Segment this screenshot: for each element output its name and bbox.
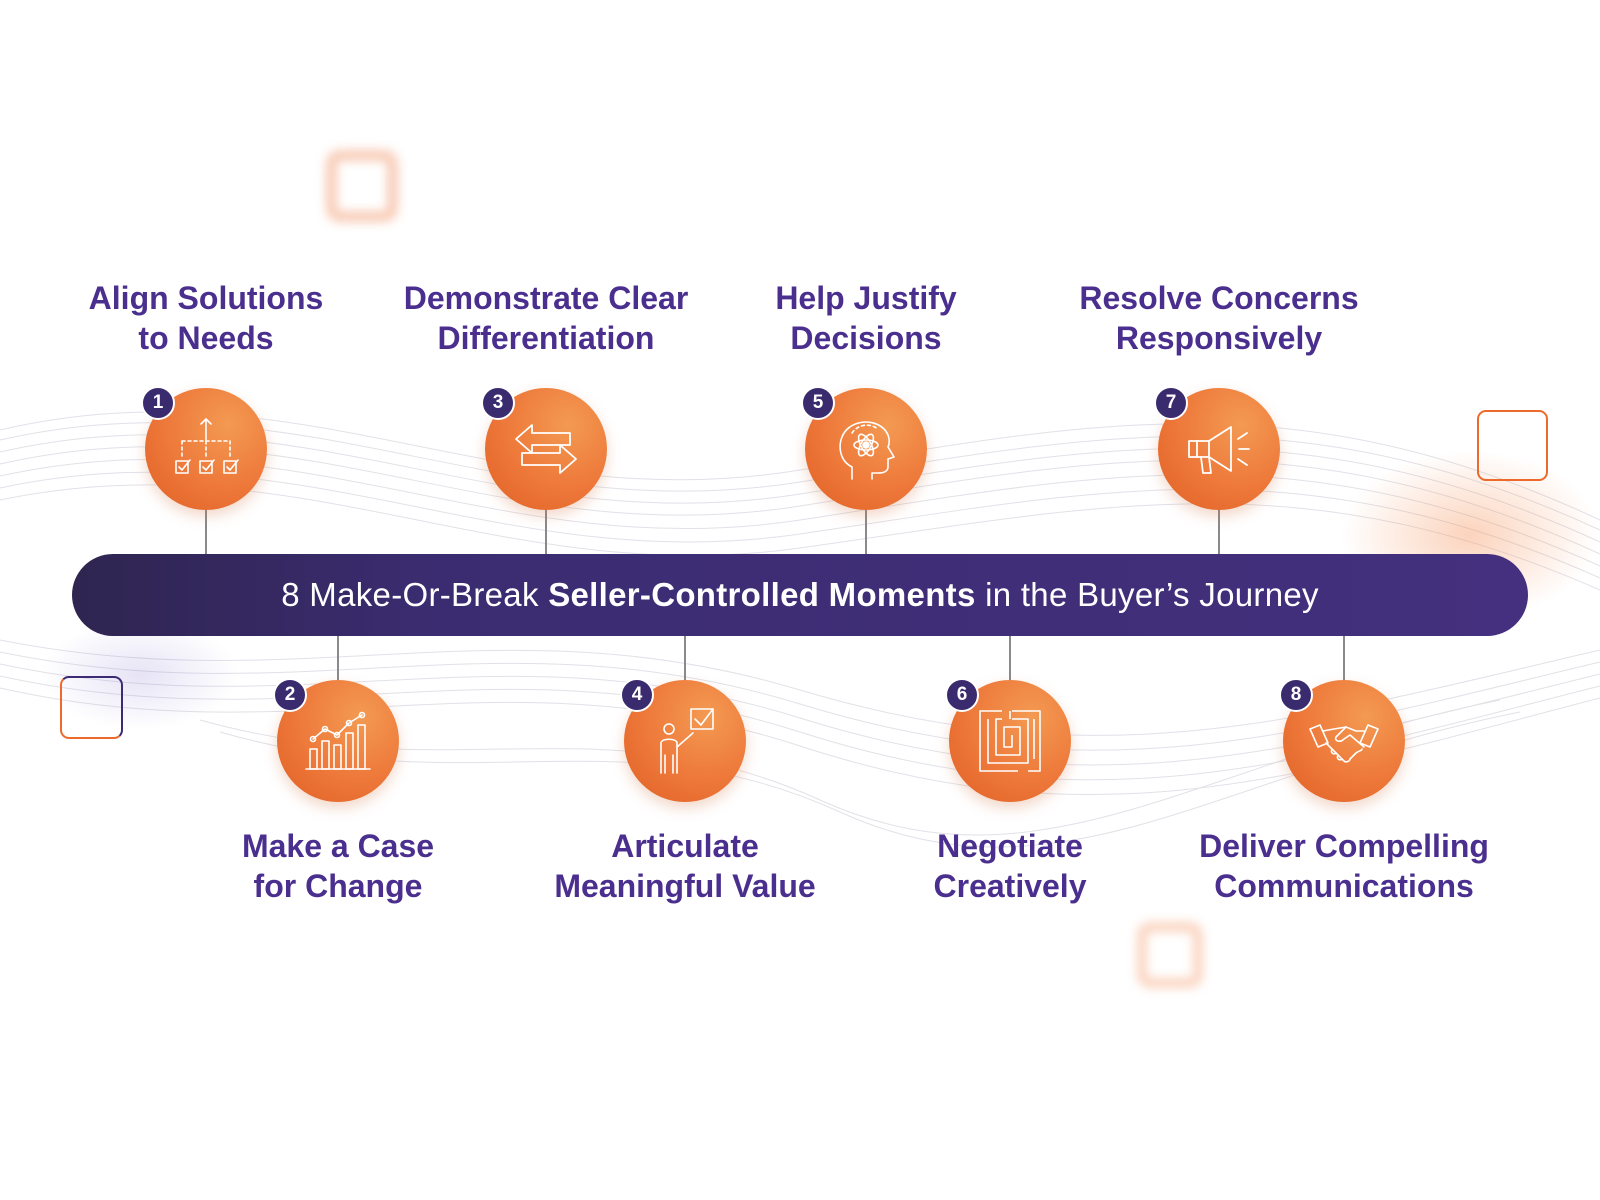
moment-8-title-line2: Communications	[1214, 868, 1474, 904]
moment-7-number-badge: 7	[1154, 386, 1188, 420]
moment-8-title-line1: Deliver Compelling	[1199, 828, 1489, 864]
connector-line-6	[1009, 636, 1011, 680]
moment-3-circle: 3	[481, 386, 607, 510]
megaphone-icon	[1188, 426, 1250, 474]
moment-1-circle: 1	[141, 386, 267, 510]
moment-5-title: Help Justify Decisions	[686, 278, 1046, 358]
moment-5-number-badge: 5	[801, 386, 835, 420]
moment-6-title-line2: Creatively	[933, 868, 1087, 904]
moment-6-circle: 6	[945, 678, 1071, 802]
moment-3-number-badge: 3	[481, 386, 515, 420]
opposite-arrows-icon	[515, 424, 577, 474]
blurred-square-decoration	[326, 150, 398, 222]
moment-4-title: Articulate Meaningful Value	[505, 826, 865, 906]
banner-emphasis: Seller-Controlled Moments	[548, 576, 976, 613]
moment-1-title: Align Solutions to Needs	[26, 278, 386, 358]
moment-7-title-line1: Resolve Concerns	[1079, 280, 1359, 316]
connector-line-8	[1343, 636, 1345, 680]
purple-glow-decoration	[40, 620, 240, 730]
moment-3-title: Demonstrate Clear Differentiation	[366, 278, 726, 358]
moment-4-circle: 4	[620, 678, 746, 802]
moment-8-title: Deliver Compelling Communications	[1164, 826, 1524, 906]
moment-5-title-line1: Help Justify	[775, 280, 957, 316]
moment-1-title-line2: to Needs	[138, 320, 274, 356]
moment-8-circle: 8	[1279, 678, 1405, 802]
moment-7-title-line2: Responsively	[1115, 320, 1323, 356]
connector-line-5	[865, 508, 867, 554]
outline-square-decoration	[60, 676, 123, 739]
moment-7-title: Resolve Concerns Responsively	[1039, 278, 1399, 358]
presenter-checkmark-icon	[660, 708, 714, 774]
moment-2-title-line1: Make a Case	[241, 828, 435, 864]
moment-4-title-line1: Articulate	[611, 828, 759, 864]
handshake-icon	[1309, 724, 1379, 763]
moment-2-number-badge: 2	[273, 678, 307, 712]
connector-line-4	[684, 636, 686, 680]
moment-2-title: Make a Case for Change	[158, 826, 518, 906]
moment-7-circle: 7	[1154, 386, 1280, 510]
connector-line-7	[1218, 508, 1220, 554]
moment-6-title-line1: Negotiate	[937, 828, 1083, 864]
connector-line-1	[205, 508, 207, 554]
blurred-square-decoration	[1137, 922, 1203, 988]
moment-3-title-line2: Differentiation	[437, 320, 655, 356]
connector-line-3	[545, 508, 547, 554]
outline-square-decoration	[1477, 410, 1548, 481]
head-atom-icon	[839, 421, 895, 480]
moment-2-circle: 2	[273, 678, 399, 802]
banner-suffix: in the Buyer’s Journey	[975, 576, 1319, 613]
moment-2-title-line2: for Change	[253, 868, 423, 904]
moment-8-number-badge: 8	[1279, 678, 1313, 712]
moment-3-title-line1: Demonstrate Clear	[403, 280, 689, 316]
moment-4-number-badge: 4	[620, 678, 654, 712]
moment-4-title-line2: Meaningful Value	[554, 868, 816, 904]
banner-prefix: 8 Make-Or-Break	[281, 576, 549, 613]
moment-1-number-badge: 1	[141, 386, 175, 420]
journey-banner: 8 Make-Or-Break Seller-Controlled Moment…	[72, 554, 1528, 636]
moment-6-number-badge: 6	[945, 678, 979, 712]
moment-6-title: Negotiate Creatively	[830, 826, 1190, 906]
growth-chart-icon	[305, 711, 371, 770]
moment-5-title-line2: Decisions	[790, 320, 942, 356]
connector-line-2	[337, 636, 339, 680]
moment-1-title-line1: Align Solutions	[88, 280, 324, 316]
maze-icon	[979, 710, 1041, 772]
moment-5-circle: 5	[801, 386, 927, 510]
hierarchy-checklist-icon	[175, 418, 239, 474]
